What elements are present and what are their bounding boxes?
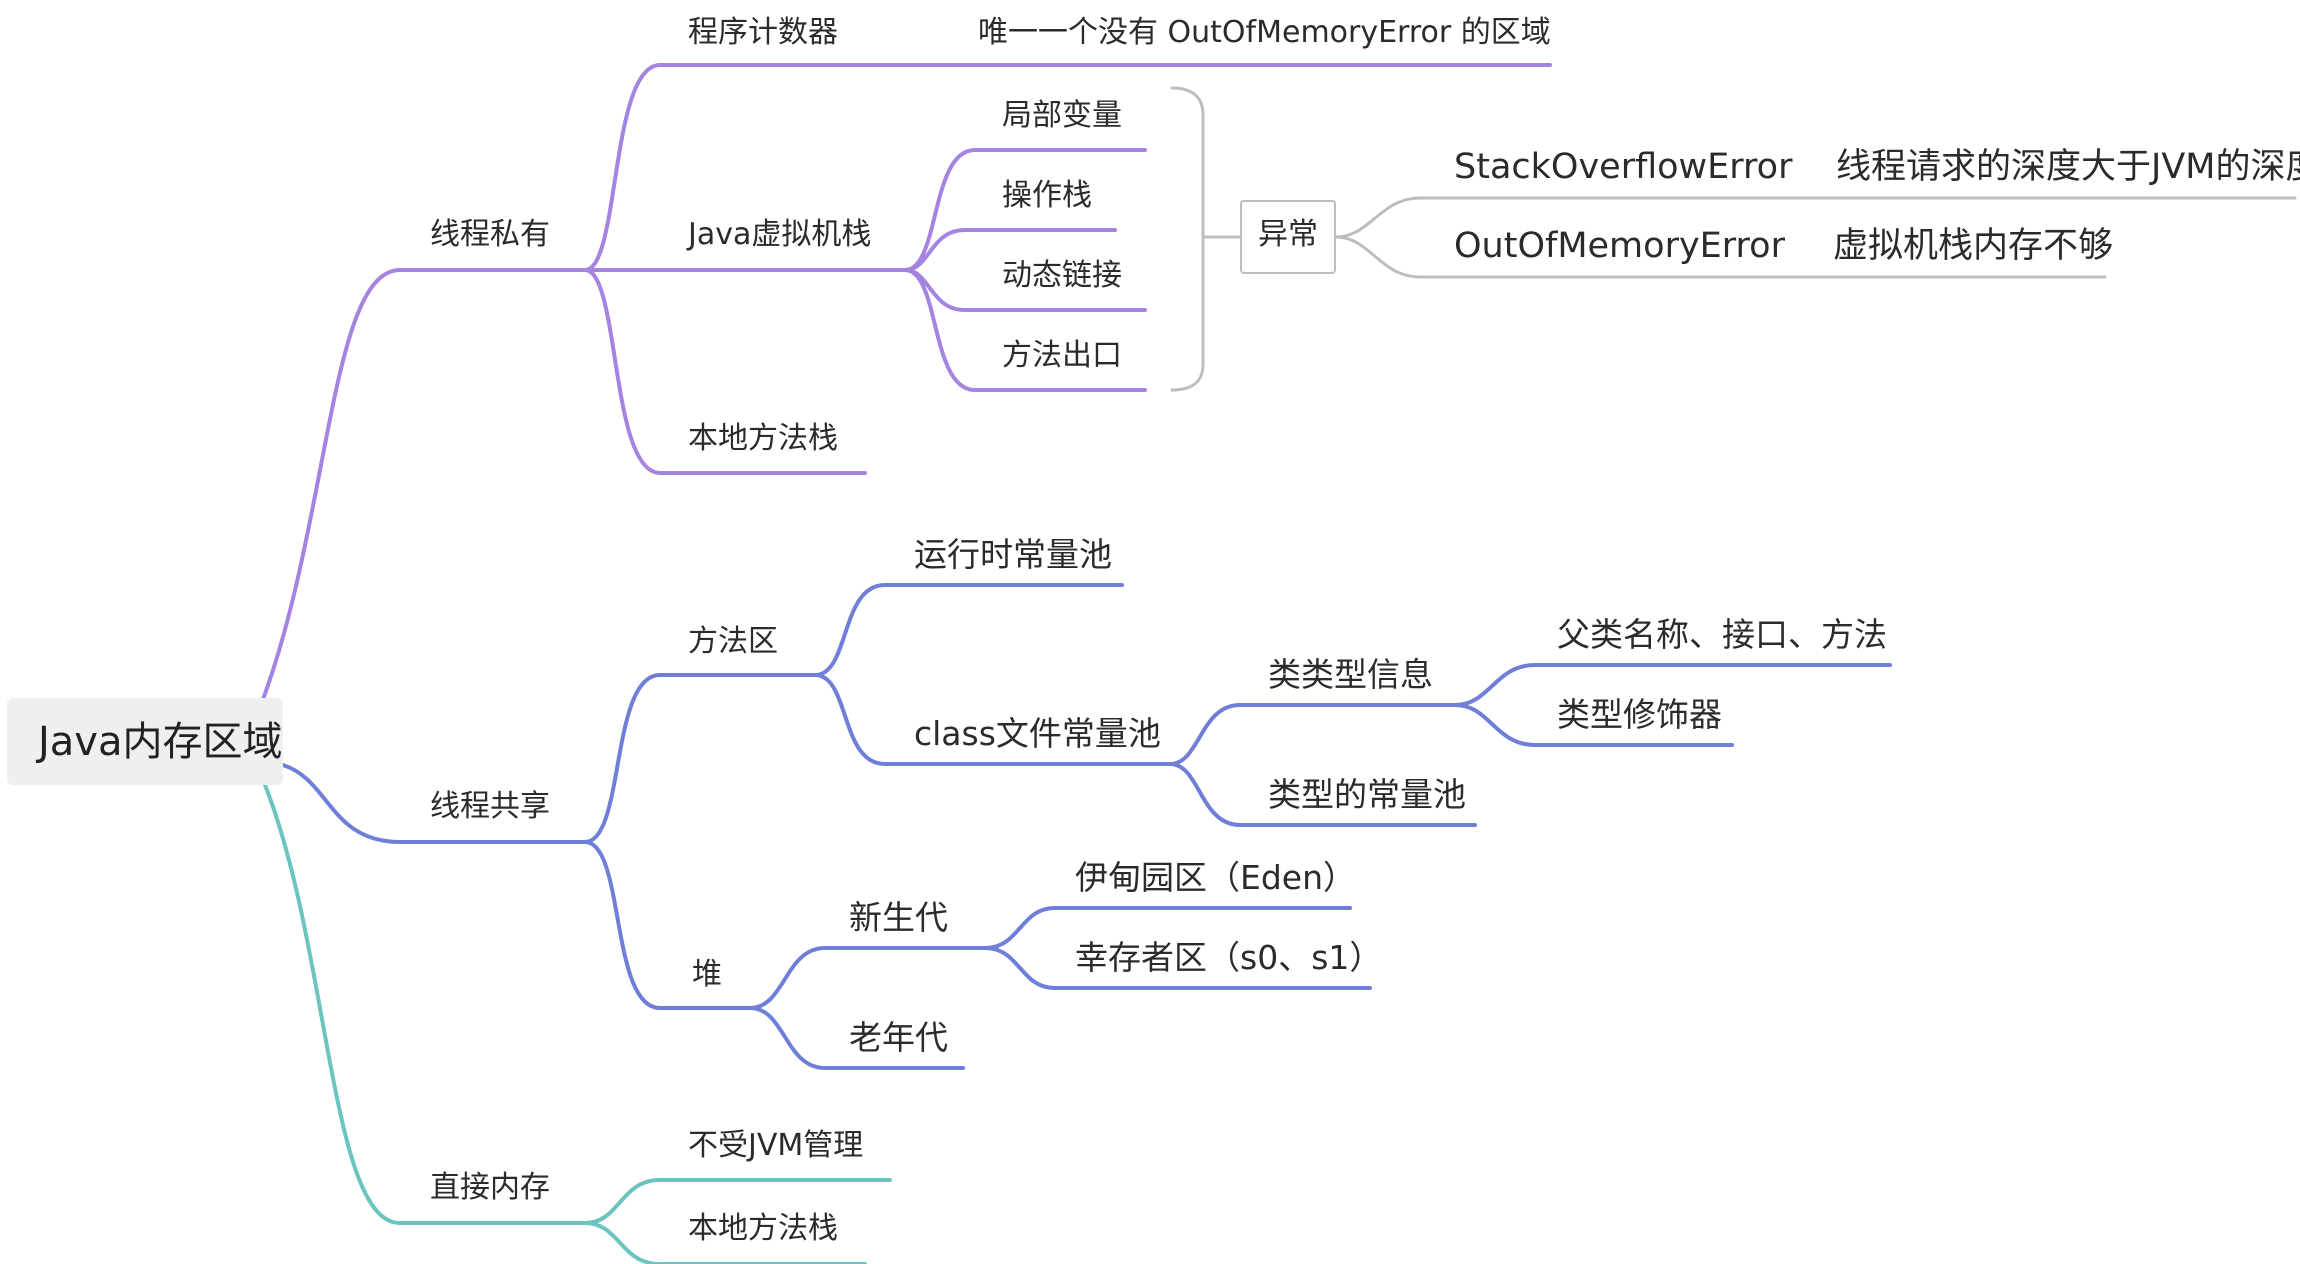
root-node[interactable] [7,698,283,785]
connector-young-eden [983,906,1352,950]
node-typeinfo-modifier[interactable]: 类型修饰器 [1557,695,1722,734]
connector-direct-item-1 [583,1178,892,1225]
node-old-gen[interactable]: 老年代 [849,1018,948,1057]
node-oom-desc[interactable]: 虚拟机栈内存不够 [1833,226,2114,266]
node-class-pool[interactable]: class文件常量池 [914,714,1161,753]
node-direct[interactable]: 直接内存 [430,1170,550,1205]
node-frame-return[interactable]: 方法出口 [1002,338,1122,373]
connector-exception-oom [1334,235,2107,279]
connector-root-shared [281,763,587,844]
node-shared[interactable]: 线程共享 [430,789,550,824]
exception-branch-lines [1170,86,2297,392]
connector-young-survivor [983,946,1372,990]
node-frame-dynamic-link[interactable]: 动态链接 [1002,258,1122,293]
node-young-gen[interactable]: 新生代 [849,898,948,937]
node-native-stack[interactable]: 本地方法栈 [688,421,838,456]
node-stackoverflow-desc[interactable]: 线程请求的深度大于JVM的深度 [1836,147,2300,187]
node-method-area[interactable]: 方法区 [688,624,778,659]
connector-root-direct [263,783,587,1225]
connector-private-native [583,268,867,475]
connector-class-typeinfo [1168,703,1457,766]
connector-heap-old [748,1006,965,1070]
node-typeinfo-parent[interactable]: 父类名称、接口、方法 [1557,615,1887,654]
connector-heap-young [748,946,987,1010]
shared-branch-lines [281,583,1892,1070]
direct-branch-lines [263,783,892,1264]
connector-class-typepool [1168,762,1477,827]
node-exception-box[interactable] [1240,200,1336,274]
connector-typeinfo-item-2 [1453,703,1734,747]
node-stackoverflow[interactable]: StackOverflowError [1454,147,1793,187]
private-branch-lines [260,63,1552,704]
frames-bracket [1170,86,1205,392]
connector-private-pc [583,63,1552,272]
node-type-info[interactable]: 类类型信息 [1268,655,1433,694]
root-label: Java内存区域 [38,719,283,765]
node-oom[interactable]: OutOfMemoryError [1454,226,1785,266]
node-direct-unmanaged[interactable]: 不受JVM管理 [688,1128,864,1163]
node-exception: 异常 [1258,217,1318,252]
node-frame-operand-stack[interactable]: 操作栈 [1002,178,1092,213]
node-pc[interactable]: 程序计数器 [688,15,838,50]
connector-shared-heap [583,840,752,1010]
node-eden[interactable]: 伊甸园区（Eden） [1075,858,1357,897]
node-heap[interactable]: 堆 [692,957,722,992]
connector-exception-so [1334,196,2297,239]
connector-method-runtime [813,583,1124,677]
connector-typeinfo-item-1 [1453,663,1892,707]
node-pc-note[interactable]: 唯一一个没有 OutOfMemoryError 的区域 [978,15,1551,50]
node-private[interactable]: 线程私有 [430,217,550,252]
node-frame-local-vars[interactable]: 局部变量 [1002,98,1122,133]
connector-shared-method [583,673,817,844]
node-type-pool[interactable]: 类型的常量池 [1268,775,1466,814]
connector-vmstack-frame-4 [903,268,1147,392]
node-vm-stack[interactable]: Java虚拟机栈 [688,217,872,252]
connector-method-class [813,673,1172,766]
connector-vmstack-frame-2 [903,228,1117,272]
connector-root-private [260,268,587,704]
node-survivor[interactable]: 幸存者区（s0、s1） [1075,938,1383,977]
node-direct-native-stack[interactable]: 本地方法栈 [688,1211,838,1246]
node-runtime-pool[interactable]: 运行时常量池 [914,535,1112,574]
